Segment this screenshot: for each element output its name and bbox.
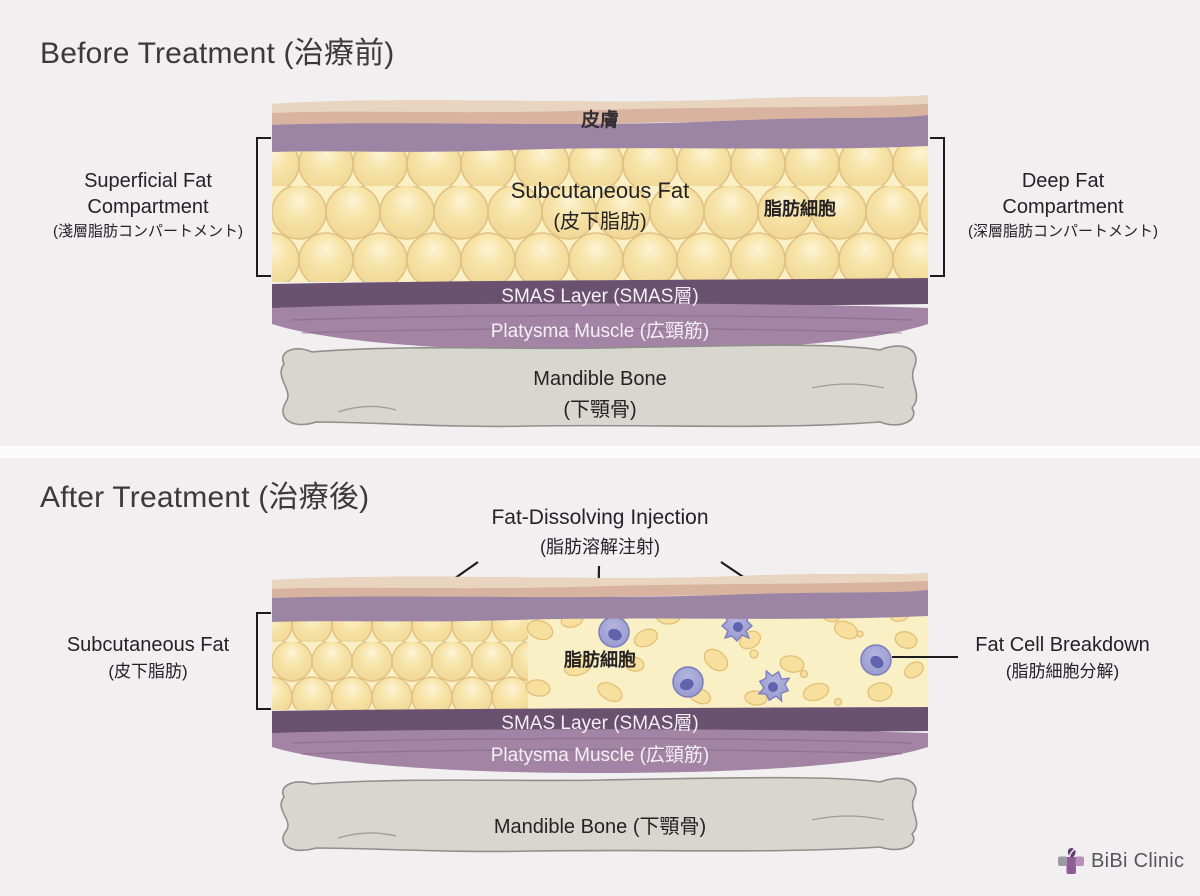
- injection-label-en: Fat-Dissolving Injection: [491, 506, 709, 529]
- deep-fat-label: Deep Fat Compartment (深層脂肪コンパートメント): [968, 170, 1158, 240]
- platysma-layer: [272, 729, 928, 773]
- after-title: After Treatment (治療後): [40, 481, 370, 514]
- injection-label-jp: (脂肪溶解注射): [540, 537, 660, 557]
- superficial-fat-label: Superficial Fat Compartment (淺層脂肪コンパートメン…: [53, 170, 243, 240]
- clinic-logo: BiBi Clinic: [1058, 848, 1184, 874]
- fat-cell-breakdown-label: Fat Cell Breakdown (脂肪細胞分解): [975, 634, 1150, 681]
- bone-detail-lines: [337, 383, 885, 413]
- breakdown-connector-line: [892, 656, 958, 659]
- skin-epidermis-highlight: [272, 95, 928, 113]
- mandible-label-jp: (下顎骨): [563, 399, 637, 421]
- smas-label-after: SMAS Layer (SMAS層): [501, 713, 699, 734]
- after-cross-section-diagram: [272, 573, 928, 853]
- subcutaneous-fat-label-jp: (皮下脂肪): [553, 211, 647, 233]
- left-bracket: [256, 137, 271, 277]
- mandible-label-after: Mandible Bone (下顎骨): [493, 816, 707, 838]
- mandible-label-en: Mandible Bone: [533, 368, 667, 390]
- immune-cells-spiky: [721, 610, 794, 706]
- dermis-layer: [272, 590, 928, 622]
- platysma-striations: [291, 737, 913, 755]
- dermis-layer: [272, 115, 928, 152]
- subcutaneous-fat-side-label: Subcutaneous Fat (皮下脂肪): [66, 634, 230, 681]
- fat-cell-label: 脂肪細胞: [764, 199, 836, 219]
- skin-epidermis-highlight: [272, 573, 928, 589]
- platysma-layer: [272, 303, 928, 351]
- mandible-bone: [280, 776, 918, 853]
- before-cross-section-diagram: [272, 95, 928, 428]
- bone-detail-lines: [337, 815, 885, 839]
- fat-cell-label-after: 脂肪細胞: [564, 650, 636, 670]
- clinic-cross-icon: [1058, 848, 1084, 874]
- platysma-label-after: Platysma Muscle (広頸筋): [490, 745, 710, 766]
- fat-cells-texture: [272, 142, 928, 282]
- clinic-name: BiBi Clinic: [1091, 849, 1185, 872]
- left-bracket-after: [256, 612, 271, 710]
- platysma-label: Platysma Muscle (広頸筋): [490, 321, 710, 342]
- before-title: Before Treatment (治療前): [40, 37, 395, 70]
- immune-cells-round: [598, 616, 892, 698]
- intact-fat-cells-texture: [272, 614, 528, 710]
- skin-label: 皮膚: [580, 110, 620, 131]
- right-bracket: [930, 137, 945, 277]
- mandible-bone: [280, 344, 918, 428]
- smas-layer: [272, 707, 928, 735]
- platysma-striations: [291, 314, 913, 334]
- smas-label: SMAS Layer (SMAS層): [501, 286, 699, 307]
- subcutaneous-fat-label-en: Subcutaneous Fat: [510, 178, 690, 203]
- smas-layer: [272, 278, 928, 310]
